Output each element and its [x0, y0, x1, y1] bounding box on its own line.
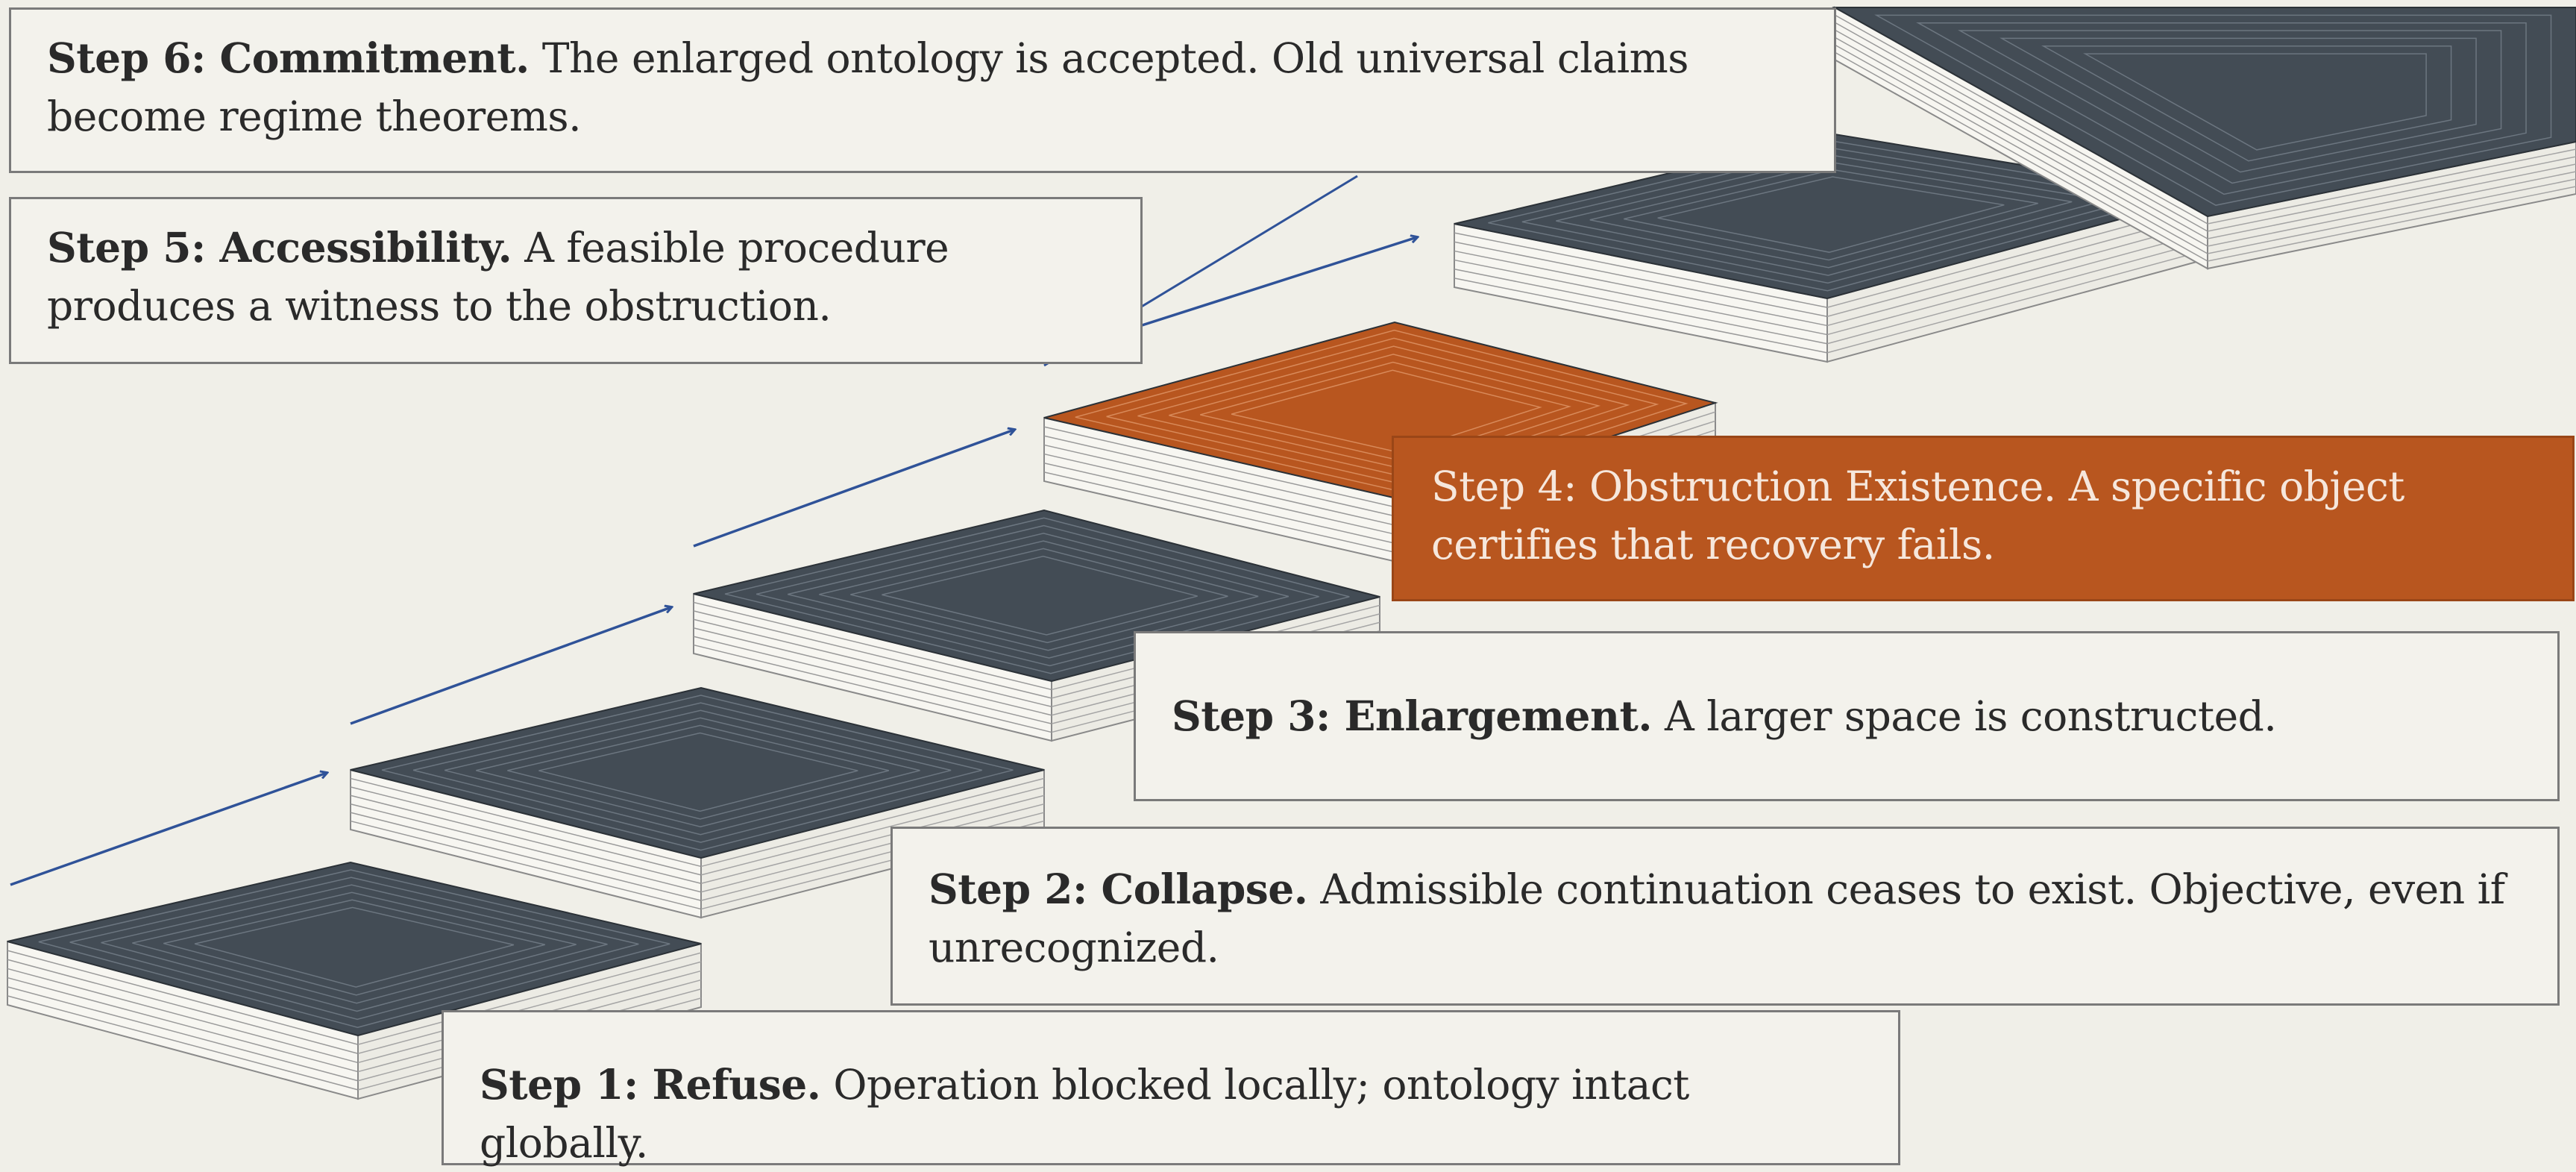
progress-arrow-1 [10, 773, 327, 886]
step-3-text: A larger space is constructed. [1665, 692, 2277, 740]
staircase-steps [7, 6, 2576, 1100]
progress-arrow-3 [693, 430, 1014, 548]
stair-step-5 [1454, 133, 2208, 363]
step-1-label: Step 1: Refuse. [480, 1060, 821, 1109]
step-1-text: Operation blocked locally; ontology inta… [480, 1061, 1689, 1167]
step-3-box: Step 3: Enlargement. A larger space is c… [1134, 631, 2560, 801]
stair-step-6 [1832, 6, 2576, 270]
step-2-label: Step 2: Collapse. [929, 865, 1308, 913]
step-4-box: Step 4: Obstruction Existence. A specifi… [1392, 436, 2575, 601]
step-5-label: Step 5: Accessibility. [47, 223, 512, 272]
step-2-box: Step 2: Collapse. Admissible continuatio… [890, 827, 2560, 1006]
step-5-box: Step 5: Accessibility. A feasible proced… [9, 197, 1143, 364]
step-4-text: A specific object certifies that recover… [1431, 463, 2404, 568]
step-4-label: Step 4: Obstruction Existence. [1431, 463, 2056, 510]
step-6-box: Step 6: Commitment. The enlarged ontolog… [9, 7, 1836, 173]
progress-arrow-2 [350, 607, 671, 725]
step-2-text: Admissible continuation ceases to exist.… [929, 865, 2505, 971]
step-6-text: The enlarged ontology is accepted. Old u… [47, 34, 1689, 140]
step-5-text: A feasible procedure produces a witness … [47, 224, 949, 330]
step-1-box: Step 1: Refuse. Operation blocked locall… [442, 1010, 1900, 1167]
step-6-label: Step 6: Commitment. [47, 34, 530, 82]
step-3-label: Step 3: Enlargement. [1172, 692, 1653, 740]
